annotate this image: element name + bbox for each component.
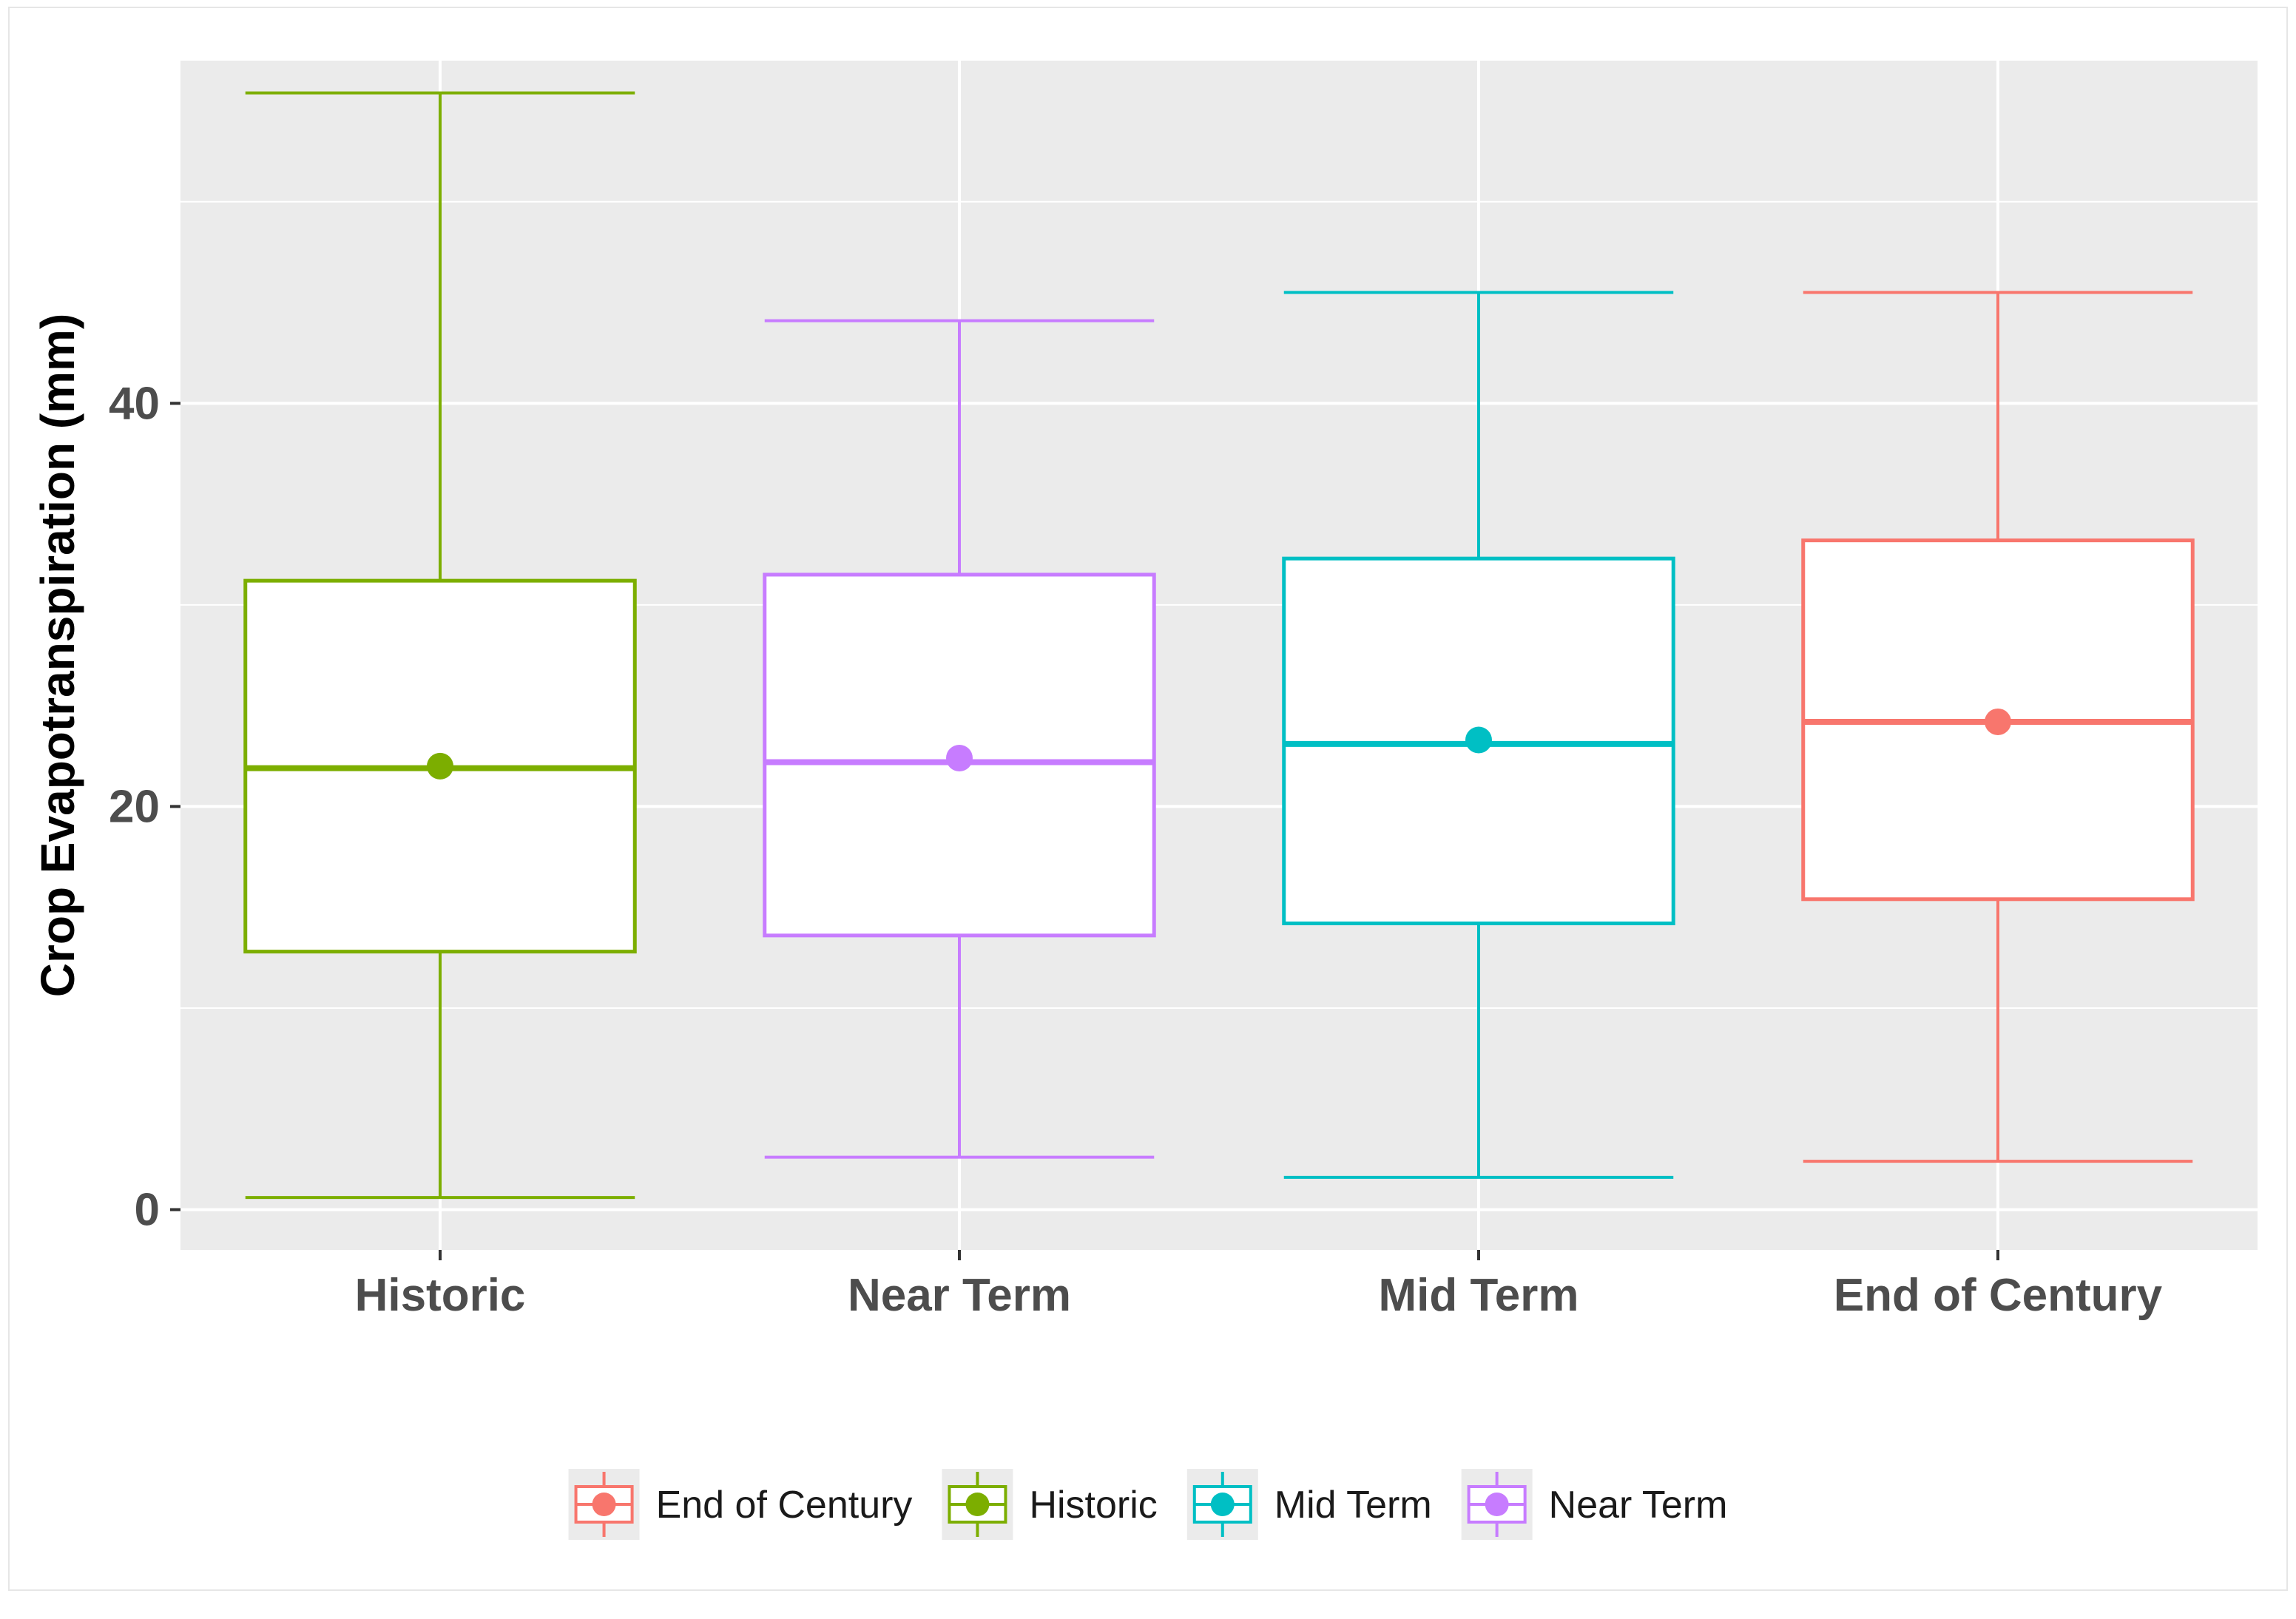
x-tick-label: Near Term bbox=[848, 1270, 1071, 1321]
x-tick-label: Mid Term bbox=[1379, 1270, 1579, 1321]
mean-point bbox=[427, 752, 453, 780]
box-end-of-century bbox=[1801, 291, 2195, 1163]
y-tick-label: 0 bbox=[135, 1184, 160, 1235]
legend-item-near-term: Near Term bbox=[1461, 1469, 1728, 1540]
legend-item-historic: Historic bbox=[942, 1469, 1158, 1540]
mean-point bbox=[1985, 708, 2011, 735]
legend-label: Mid Term bbox=[1274, 1484, 1432, 1527]
y-tick-label: 20 bbox=[109, 781, 160, 832]
x-tick-label: Historic bbox=[355, 1270, 526, 1321]
box-mid-term bbox=[1282, 291, 1675, 1179]
legend-item-mid-term: Mid Term bbox=[1186, 1469, 1432, 1540]
box-near-term bbox=[763, 319, 1156, 1159]
mean-point bbox=[1465, 726, 1492, 754]
legend-key-point bbox=[965, 1493, 990, 1516]
box-series-layer bbox=[243, 91, 2195, 1200]
x-axis: Historic Near Term Mid Term End of Century bbox=[355, 1250, 2163, 1321]
y-tick-label: 40 bbox=[109, 378, 160, 429]
mean-point bbox=[946, 744, 973, 771]
x-tick-label: End of Century bbox=[1834, 1270, 2163, 1321]
legend-key-point bbox=[1485, 1493, 1509, 1516]
legend-item-end-of-century: End of Century bbox=[568, 1469, 913, 1540]
legend-label: Near Term bbox=[1549, 1484, 1728, 1527]
legend: End of Century Historic Mid Term Near Term bbox=[568, 1469, 1728, 1540]
legend-key-point bbox=[592, 1493, 616, 1516]
legend-key-point bbox=[1210, 1493, 1235, 1516]
legend-label: Historic bbox=[1029, 1484, 1157, 1527]
y-axis: 0 20 40 bbox=[109, 378, 180, 1235]
legend-label: End of Century bbox=[656, 1484, 913, 1527]
box-historic bbox=[243, 91, 637, 1200]
y-axis-title: Crop Evapotranspiration (mm) bbox=[31, 314, 84, 998]
